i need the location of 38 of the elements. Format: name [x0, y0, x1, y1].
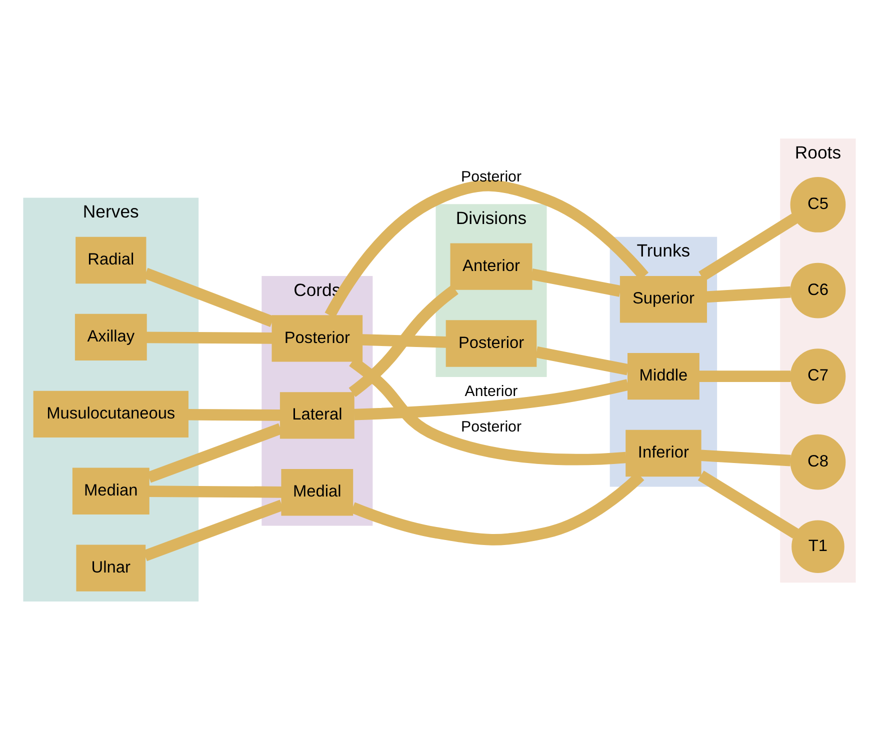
- node-box: Lateral: [280, 392, 354, 438]
- node-circle: T1: [792, 520, 844, 573]
- connector: [188, 408, 280, 420]
- node-box: Axillay: [74, 313, 147, 360]
- connector: [148, 485, 282, 498]
- connector: [698, 470, 799, 538]
- connector: [144, 267, 274, 326]
- connector: [354, 378, 630, 420]
- connector: [698, 213, 798, 281]
- connector: [535, 346, 629, 375]
- edge-label: Posterior: [460, 168, 522, 186]
- connector: [362, 334, 446, 348]
- node-circle: C6: [790, 262, 846, 318]
- edge-label: Anterior: [464, 382, 518, 400]
- edge-label: Posterior: [460, 418, 522, 435]
- connector: [706, 286, 791, 302]
- node-box: Superior: [620, 276, 707, 322]
- connector: [530, 268, 622, 296]
- connector: [700, 449, 791, 466]
- node-circle: C7: [790, 348, 846, 404]
- connector: [699, 370, 791, 382]
- node-circle: C8: [790, 434, 846, 490]
- connector: [324, 180, 648, 318]
- node-box: Middle: [628, 352, 700, 400]
- node-box: Medial: [281, 468, 354, 516]
- connector: [146, 422, 282, 482]
- connector: [348, 284, 458, 397]
- node-box: Inferior: [626, 429, 702, 476]
- connector: [146, 331, 272, 344]
- node-box: Posterior: [272, 314, 363, 362]
- connector: [143, 499, 284, 561]
- node-box: Anterior: [450, 242, 532, 290]
- node-circle: C5: [790, 176, 846, 232]
- node-box: Musulocutaneous: [33, 390, 188, 437]
- node-box: Ulnar: [76, 544, 146, 591]
- node-box: Radial: [76, 236, 146, 284]
- node-box: Posterior: [446, 320, 537, 366]
- node-box: Median: [72, 467, 150, 514]
